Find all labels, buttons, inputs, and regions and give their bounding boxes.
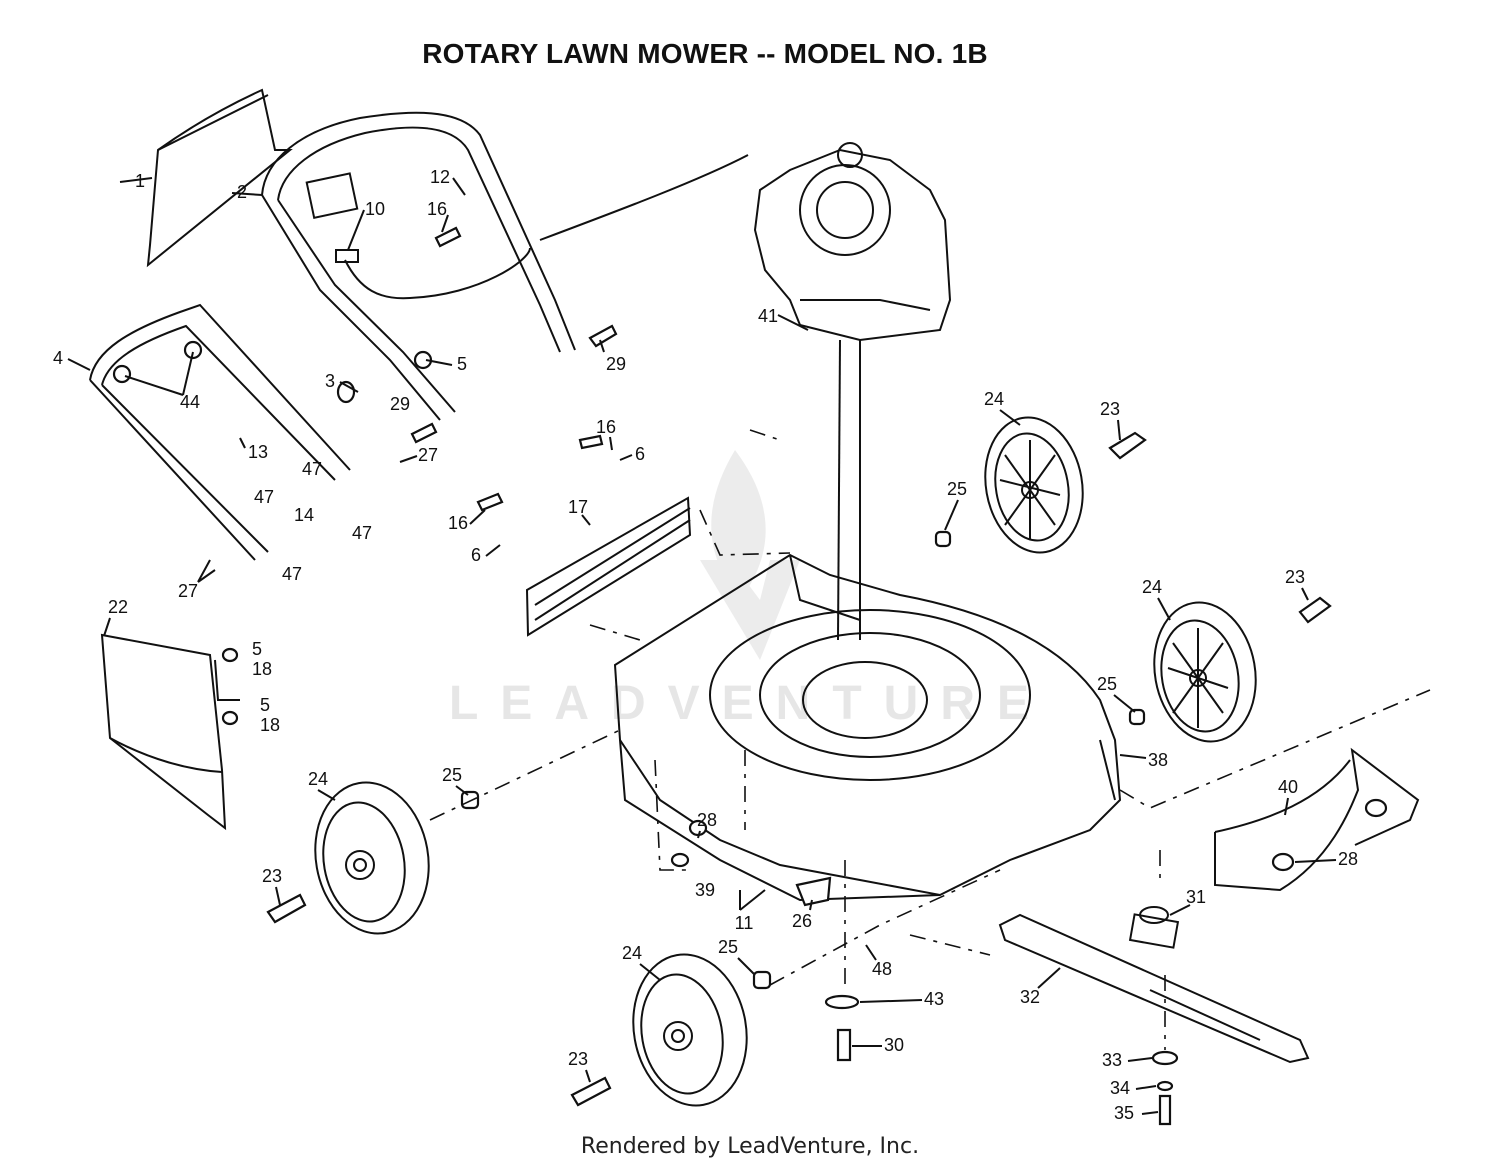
callout-39: 39 [695, 880, 715, 900]
callout-11: 11 [735, 913, 754, 933]
callout-35: 35 [1114, 1103, 1134, 1123]
callout-18: 18 [252, 659, 272, 679]
watermark: LEADVENTURE [448, 677, 1052, 730]
callout-1: 1 [135, 171, 145, 191]
callout-22: 22 [108, 597, 128, 617]
callout-16: 16 [448, 513, 468, 533]
callout-29: 29 [606, 354, 626, 374]
callout-6: 6 [635, 444, 645, 464]
callout-13: 13 [248, 442, 268, 462]
callout-23: 23 [1285, 567, 1305, 587]
callout-41: 41 [758, 306, 778, 326]
callout-47: 47 [302, 459, 322, 479]
part-mower-deck [613, 553, 1122, 902]
callout-17: 17 [568, 497, 588, 517]
callout-28: 28 [697, 810, 717, 830]
part-rear-plate [525, 496, 692, 637]
wheel-front-left [314, 781, 430, 935]
callout-24: 24 [308, 769, 328, 789]
callout-27: 27 [178, 581, 198, 601]
wheel-rear-right [984, 416, 1084, 554]
diagram-title: ROTARY LAWN MOWER -- MODEL NO. 1B [422, 38, 988, 69]
part-lower-handle [89, 303, 351, 561]
callout-23: 23 [568, 1049, 588, 1069]
callout-47: 47 [352, 523, 372, 543]
callout-24: 24 [1142, 577, 1162, 597]
callout-16: 16 [596, 417, 616, 437]
callout-10: 10 [365, 199, 385, 219]
alignment-lines [429, 429, 1431, 1050]
part-engine [753, 142, 952, 641]
callout-38: 38 [1148, 750, 1168, 770]
callout-12: 12 [430, 167, 450, 187]
callout-25: 25 [442, 765, 462, 785]
part-handle-cover [146, 88, 293, 268]
footer-credit: Rendered by LeadVenture, Inc. [580, 1134, 920, 1159]
callout-29: 29 [390, 394, 410, 414]
callout-25: 25 [718, 937, 738, 957]
callout-47: 47 [282, 564, 302, 584]
callout-24: 24 [984, 389, 1004, 409]
callout-44: 44 [180, 392, 200, 412]
callout-25: 25 [1097, 674, 1117, 694]
callout-30: 30 [884, 1035, 904, 1055]
part-upper-handle [261, 111, 749, 421]
callout-14: 14 [294, 505, 314, 525]
part-baffle [1214, 747, 1420, 892]
callout-2: 2 [237, 182, 247, 202]
callout-34: 34 [1110, 1078, 1130, 1098]
callout-25: 25 [947, 479, 967, 499]
watermark-flame-icon [700, 450, 800, 660]
leader-lines [67, 177, 1337, 1115]
callout-4: 4 [53, 348, 63, 368]
callout-48: 48 [872, 959, 892, 979]
part-grass-deflector [100, 633, 240, 831]
callout-27: 27 [418, 445, 438, 465]
callout-40: 40 [1278, 777, 1298, 797]
part-blade [998, 906, 1310, 1064]
callout-3: 3 [325, 371, 335, 391]
callout-31: 31 [1186, 887, 1206, 907]
callout-23: 23 [1100, 399, 1120, 419]
callout-23: 23 [262, 866, 282, 886]
callout-26: 26 [792, 911, 812, 931]
callout-18: 18 [260, 715, 280, 735]
small-hardware [112, 226, 1388, 1126]
wheel-front-right [632, 953, 748, 1107]
callout-16: 16 [427, 199, 447, 219]
callout-5: 5 [252, 639, 262, 659]
wheel-rear-left [1153, 601, 1257, 743]
callout-47: 47 [254, 487, 274, 507]
callout-32: 32 [1020, 987, 1040, 1007]
callout-43: 43 [924, 989, 944, 1009]
callout-6: 6 [471, 545, 481, 565]
callout-5: 5 [457, 354, 467, 374]
callout-33: 33 [1102, 1050, 1122, 1070]
callout-24: 24 [622, 943, 642, 963]
callout-5: 5 [260, 695, 270, 715]
callout-28: 28 [1338, 849, 1358, 869]
